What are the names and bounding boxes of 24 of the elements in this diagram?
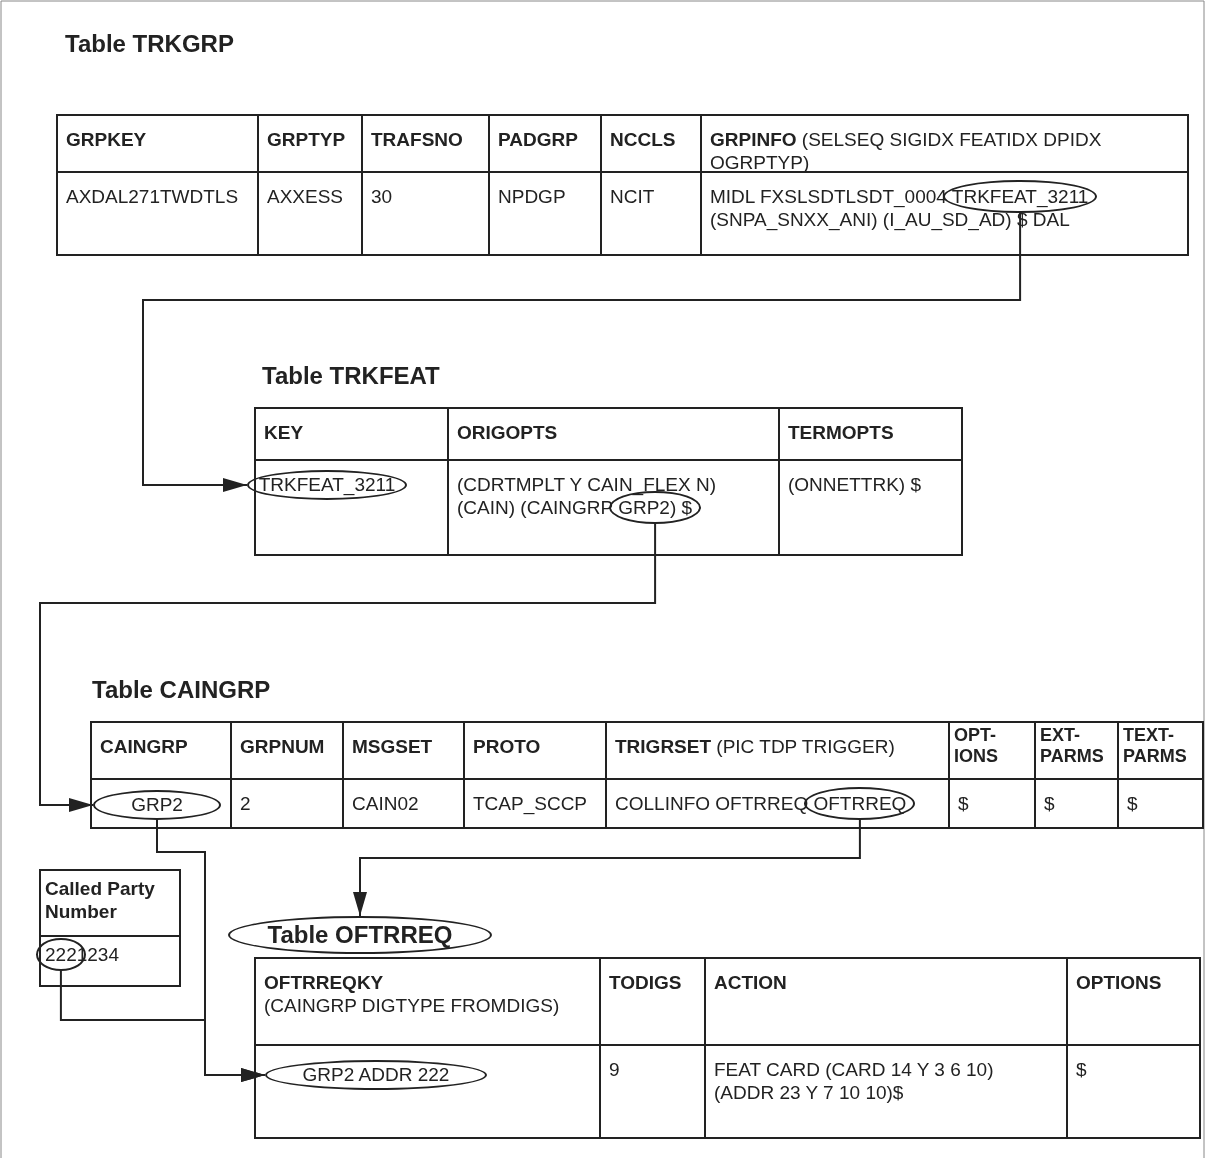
table-cell: (ONNETTRK) $ (778, 459, 963, 556)
circled-text: Table OFTRREQ (228, 916, 492, 954)
column-header: OFTRREQKY (CAINGRP DIGTYPE FROMDIGS) (254, 957, 601, 1046)
column-header: KEY (254, 407, 449, 461)
circled-text: GRP2 (93, 790, 221, 820)
table-title: Table TRKGRP (65, 30, 234, 58)
table-cell: AXDAL271TWDTLS (56, 171, 259, 256)
arrow (142, 212, 1022, 492)
column-header: TERMOPTS (778, 407, 963, 461)
table-cell: $ (1066, 1044, 1201, 1139)
column-header: TEXT- PARMS (1117, 721, 1204, 780)
column-header: GRPINFO (SELSEQ SIGIDX FEATIDX DPIDX OGRPTYP) (700, 114, 1189, 173)
table-title: Table CAINGRP (92, 676, 271, 704)
circled-text: TRKFEAT_3211 (247, 470, 407, 500)
arrow (353, 819, 861, 917)
circled-text: GRP2 ADDR 222 (265, 1060, 487, 1090)
column-header: GRPKEY (56, 114, 259, 173)
table-title: Table TRKFEAT (262, 362, 440, 390)
table-cell: $ (1117, 778, 1204, 829)
column-header: CAINGRP (90, 721, 232, 780)
arrow (59, 970, 266, 1082)
column-header: OPTIONS (1066, 957, 1201, 1046)
column-header: Called Party Number (39, 869, 181, 937)
arrow (39, 523, 657, 812)
